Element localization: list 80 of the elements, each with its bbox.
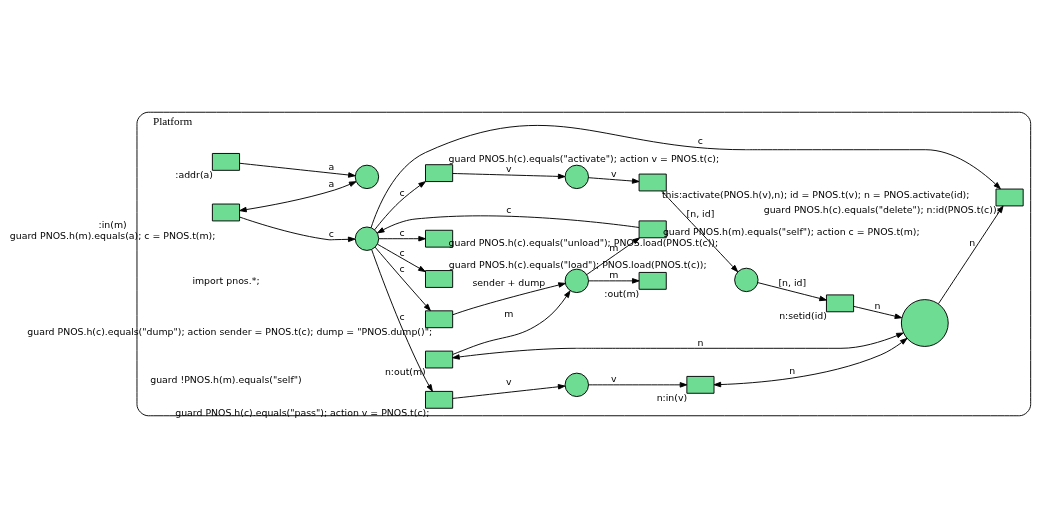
arrow	[938, 205, 1004, 304]
arrow	[713, 337, 908, 387]
node-circle	[354, 226, 380, 251]
edge-label: n	[789, 364, 796, 376]
edge-label: n	[874, 299, 881, 311]
node-label: guard PNOS.h(c).equals("dump"); action sender = PNOS.t(c); dump = "PNOS.dump()";	[27, 325, 433, 337]
node-box	[425, 163, 454, 182]
arrow	[374, 180, 426, 230]
arrow	[588, 277, 640, 284]
arrow	[588, 176, 640, 184]
node-label: guard PNOS.h(c).equals("delete"); n:id(PNOS.t(c));	[763, 203, 1000, 215]
node-box	[425, 390, 454, 409]
node-label: guard PNOS.h(c).equals("load"); PNOS.load(PNOS.t(c));	[448, 258, 707, 270]
node-label: :out(m)	[604, 287, 640, 299]
edge-label: m	[609, 268, 619, 280]
edge-label: [n, id]	[778, 276, 807, 288]
arrow	[853, 305, 903, 319]
node-label: n:out(m)	[384, 365, 426, 377]
arrow	[377, 214, 640, 233]
arrow	[374, 246, 431, 311]
arrow	[452, 281, 566, 315]
arrow	[370, 124, 1001, 228]
node-label: guard PNOS.h(c).equals("pass"); action v = PNOS.t(c);	[175, 406, 430, 418]
arrow	[239, 162, 356, 178]
edge-label: sender + dump	[472, 276, 546, 288]
edge-label: n	[697, 336, 704, 347]
arrow	[661, 190, 739, 272]
edge-label: c	[697, 134, 704, 146]
arrow	[588, 381, 688, 388]
node-box	[425, 350, 454, 368]
node-label: guard PNOS.h(m).equals(a); c = PNOS.t(m);	[9, 229, 216, 241]
edge-label: a	[328, 177, 335, 189]
edge-label: m	[504, 307, 514, 319]
arrow	[452, 172, 566, 179]
label: import pnos.*;	[192, 274, 260, 286]
arrow	[376, 243, 426, 272]
node-circle	[564, 372, 589, 397]
node-label: n:setid(id)	[779, 309, 827, 321]
node-box	[211, 152, 240, 171]
arrow	[371, 248, 433, 392]
node-box	[638, 173, 667, 191]
node-circle	[564, 164, 589, 189]
node-box	[825, 293, 855, 312]
node-label: guard PNOS.h(c).equals("activate"); action v = PNOS.t(c);	[448, 152, 720, 164]
node-box	[686, 375, 715, 394]
node-box	[995, 188, 1024, 206]
node-box	[425, 269, 454, 288]
edge-label: c	[328, 227, 334, 239]
node-label: :in(m)	[98, 218, 127, 230]
arrow	[452, 383, 566, 399]
edge-label: n	[969, 236, 976, 248]
arrow	[757, 281, 827, 301]
node-label: n:in(v)	[656, 391, 688, 403]
edge-label: v	[611, 167, 617, 179]
edge-label: c	[399, 226, 405, 238]
node-label: this:activate(PNOS.h(v),n); id = PNOS.t(v); n = PNOS.activate(id);	[661, 188, 970, 200]
label: guard !PNOS.h(m).equals("self")	[150, 373, 302, 384]
arrow	[239, 216, 356, 242]
node-label: :addr(a)	[175, 168, 213, 180]
node-box	[425, 309, 454, 328]
edge-label: c	[506, 203, 512, 215]
arrow	[586, 236, 640, 275]
edge-label: c	[399, 186, 405, 198]
node-box	[211, 203, 240, 221]
edge-label: c	[399, 246, 405, 258]
arrow	[378, 235, 426, 241]
edge-label: v	[611, 372, 617, 384]
node-circle	[734, 267, 759, 292]
edge-label: c	[399, 310, 405, 322]
edge-label: v	[506, 375, 512, 387]
arrow	[452, 332, 904, 360]
edge-label: a	[328, 160, 335, 172]
edge-label: [n, id]	[686, 207, 715, 219]
edge-label: v	[506, 162, 512, 174]
arrow	[239, 180, 357, 212]
node-box	[638, 271, 667, 290]
node-circle	[354, 164, 380, 189]
arrow	[452, 289, 571, 355]
edge-label: c	[399, 262, 405, 274]
node-circle	[564, 268, 589, 293]
